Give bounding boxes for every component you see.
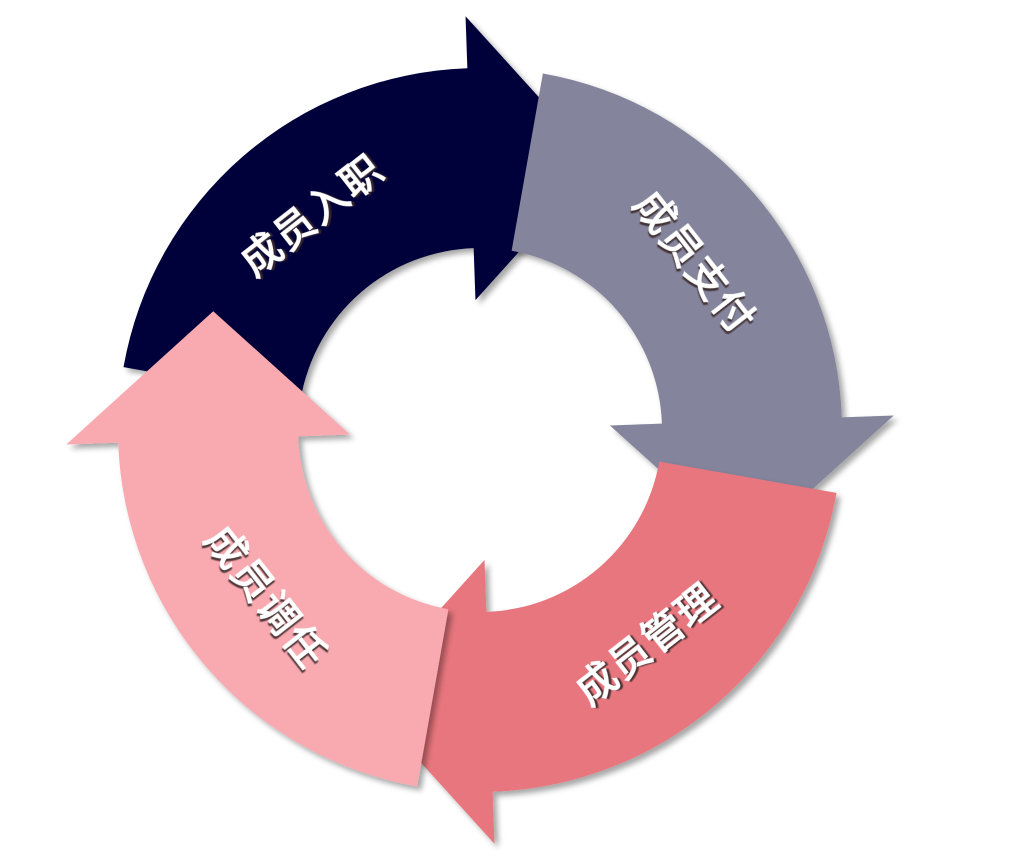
cycle-arrow-payment: [511, 73, 894, 549]
cycle-arrow-onboarding: [123, 16, 599, 399]
cycle-arrow-transfer: [66, 311, 449, 787]
cycle-arrow-management: [361, 461, 837, 844]
